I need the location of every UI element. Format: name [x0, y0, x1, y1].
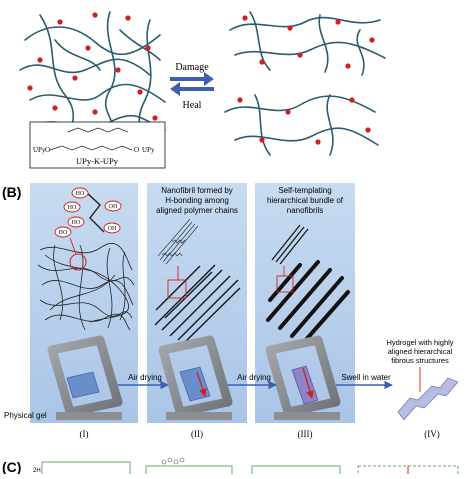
stage-label-3: (III) — [298, 429, 313, 439]
stage-4-caption-line-3: fibrous structures — [391, 356, 449, 365]
panel-b-label: (B) — [2, 184, 21, 200]
panel-c-label: (C) — [2, 459, 21, 474]
stage-2-nanofibril-zoom — [157, 218, 199, 265]
panel-c-box-3 — [251, 465, 341, 479]
process-arrows: Air drying Air drying Swell in water — [118, 373, 393, 390]
panel-c-box-2 — [145, 465, 233, 479]
stage-1-tangled-mesh — [37, 243, 135, 331]
ho-label-4: HO — [59, 230, 68, 236]
stage-3-caption-line-3: nanofibrils — [287, 206, 323, 215]
network-damaged — [224, 11, 386, 156]
stage-3-caption-line-2: hierarchical bundle of — [267, 196, 344, 205]
panel-c-axis-text: 2H — [33, 468, 41, 474]
stage-label-1: (I) — [80, 429, 89, 439]
stage-1-ho-groups — [54, 187, 122, 238]
heal-arrow — [170, 82, 214, 96]
ho-label-3: HO — [72, 220, 81, 226]
stage-1-zoom-line — [69, 237, 77, 255]
stretch-rig-2 — [158, 335, 233, 420]
stage-3-zoom-box — [276, 275, 294, 293]
panel-c-box-1 — [41, 461, 131, 479]
stage-2-zoom-box — [167, 279, 187, 299]
oh-label-1: OH — [109, 204, 118, 210]
swell-label: Swell in water — [341, 373, 391, 382]
stage-4-caption-line-2: aligned hierarchical — [388, 347, 453, 356]
panel-c: (C) 2H — [2, 457, 459, 479]
structure-inset: UPy O O UPy UPy-K-UPy — [29, 121, 166, 169]
stage-1-zoom-circle — [69, 253, 87, 271]
ether-oxygen-1: O — [45, 146, 50, 154]
air-drying-label-2: Air drying — [237, 373, 271, 382]
ho-label-2: HO — [68, 205, 77, 211]
stretch-rig-3 — [265, 335, 341, 420]
stage-3-zoom-fibrils — [271, 224, 309, 265]
air-drying-label-1: Air drying — [128, 373, 162, 382]
stage-2-caption-line-3: aligned polymer chains — [156, 206, 238, 215]
stage-3-caption-line-1: Self-templating — [278, 186, 331, 195]
damage-label: Damage — [175, 62, 209, 73]
upy-left-end: UPy — [33, 146, 46, 154]
physical-gel-label: Physical gel — [4, 411, 47, 420]
damage-heal-arrows: Damage Heal — [170, 62, 214, 111]
oh-label-2: OH — [108, 226, 117, 232]
ho-label-1: HO — [76, 191, 85, 197]
damage-arrow — [170, 72, 214, 86]
stage-1-chain — [85, 191, 105, 233]
stage-4-caption-line-1: Hydrogel with highly — [386, 338, 453, 347]
stage-4-panel: Hydrogel with highly aligned hierarchica… — [386, 338, 459, 421]
upy-k-upy-title: UPy-K-UPy — [76, 156, 119, 166]
stage-2-caption-line-2: H-bonding among — [165, 196, 229, 205]
stage-2-fibrils — [154, 264, 241, 343]
stage-label-4: (IV) — [424, 429, 440, 439]
hydrogel-specimen — [397, 377, 459, 421]
stage-2-caption-line-1: Nanofibril formed by — [161, 186, 233, 195]
panel-c-molecule-icon — [161, 457, 185, 465]
upy-groups-damaged — [237, 15, 375, 145]
structure-backbone — [67, 127, 129, 133]
panel-a: Damage Heal U — [19, 11, 386, 169]
stage-label-2: (II) — [191, 429, 203, 439]
stage-3-bundles — [266, 260, 350, 344]
panel-b: (B) HO HO HO HO OH OH — [2, 183, 459, 439]
upy-right-end: UPy — [142, 146, 155, 154]
heal-label: Heal — [183, 100, 202, 111]
stretch-rig-1 — [47, 335, 123, 420]
ether-oxygen-2: O — [134, 146, 139, 154]
